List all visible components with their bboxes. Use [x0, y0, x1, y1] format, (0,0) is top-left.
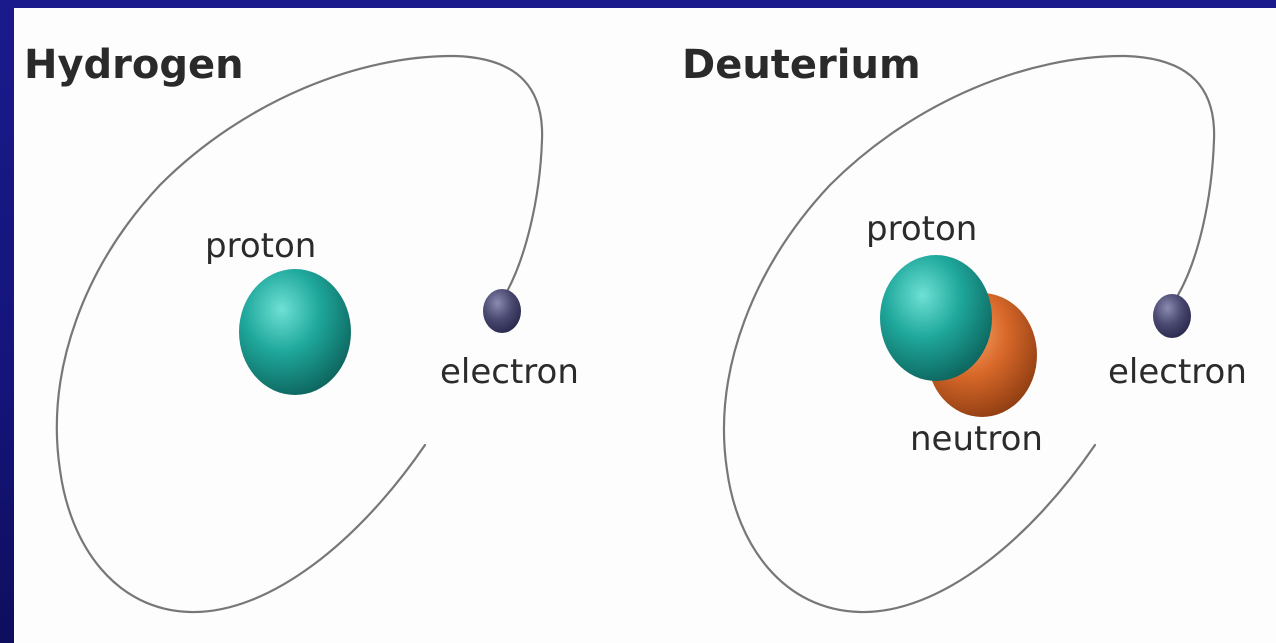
- deuterium-title: Deuterium: [682, 42, 921, 88]
- hydrogen-electron-label: electron: [440, 352, 579, 392]
- deuterium-neutron-label: neutron: [910, 419, 1043, 459]
- deuterium-proton-label: proton: [866, 209, 977, 249]
- deuterium-electron-label: electron: [1108, 352, 1247, 392]
- deuterium-atom: Deuterium proton neutron electron: [682, 42, 1247, 614]
- hydrogen-electron: [483, 289, 521, 333]
- deuterium-proton: [880, 255, 992, 381]
- deuterium-electron: [1153, 294, 1191, 338]
- hydrogen-title: Hydrogen: [24, 42, 244, 88]
- hydrogen-proton: [239, 269, 351, 395]
- deuterium-orbit: [723, 54, 1216, 614]
- hydrogen-atom: Hydrogen proton electron: [24, 42, 579, 614]
- hydrogen-orbit: [55, 54, 544, 614]
- hydrogen-proton-label: proton: [205, 226, 316, 266]
- diagram-panel: [14, 8, 1276, 643]
